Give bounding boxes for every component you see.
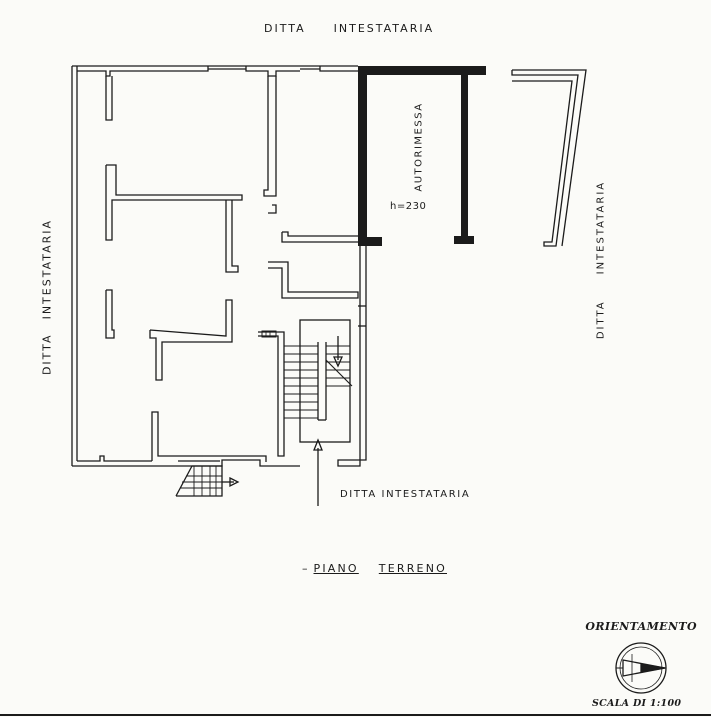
label-garage-height: h=230 (390, 201, 427, 212)
entry-arrow-up-icon (313, 438, 323, 451)
stair-down-arrow-icon (332, 356, 344, 368)
outer-wall-top (72, 65, 358, 77)
wall-corridor (258, 231, 361, 457)
label-neighbor-top: DITTA INTESTATARIA (264, 22, 434, 35)
label-scale: SCALA DI 1:100 (592, 698, 682, 709)
garage-structure (358, 66, 486, 246)
label-floor-word1: PIANO (313, 562, 359, 575)
label-neighbor-left: DITTA INTESTATARIA (41, 219, 54, 375)
entrance-steps (175, 465, 240, 497)
label-right-word2: INTESTATARIA (595, 180, 607, 275)
wall-partition-center (263, 76, 277, 214)
stairwell (284, 319, 353, 443)
outer-wall-left (71, 66, 78, 466)
label-right-word1: DITTA (595, 300, 607, 340)
label-floor-word2: TERRENO (378, 562, 447, 575)
label-top-word1: DITTA (264, 22, 306, 35)
meter-box (261, 330, 277, 338)
label-left-word1: DITTA (40, 333, 54, 376)
stair-exit-arrow-icon (229, 476, 240, 488)
label-neighbor-right: DITTA INTESTATARIA (596, 181, 607, 339)
label-garage: AUTORIMESSA (413, 102, 425, 192)
label-bottom-word1: DITTA (340, 489, 377, 500)
label-floor-title: –PIANO TERRENO (302, 562, 447, 575)
wall-room-top-left (105, 76, 243, 241)
compass-rose-icon (615, 642, 667, 694)
label-neighbor-bottom: DITTA INTESTATARIA (340, 489, 470, 500)
label-left-word2: INTESTATARIA (40, 218, 54, 320)
label-bottom-word2: INTESTATARIA (381, 489, 471, 500)
wall-room-middle (105, 200, 239, 381)
label-orientation: ORIENTAMENTO (585, 620, 697, 633)
neighbor-wall-right (511, 69, 587, 247)
entry-arrow (313, 438, 323, 506)
wall-stair-right (337, 242, 367, 467)
label-top-word2: INTESTATARIA (333, 22, 435, 35)
outer-wall-bottom (72, 411, 300, 467)
label-floor-dash: – (302, 562, 308, 575)
